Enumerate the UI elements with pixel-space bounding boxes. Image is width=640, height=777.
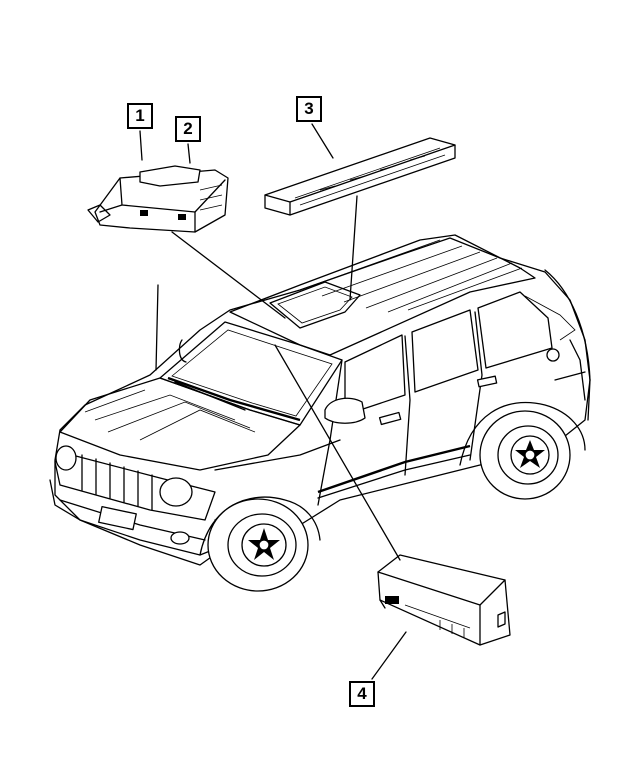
module-1-2-illustration — [87, 165, 229, 233]
callout-2-label: 2 — [183, 119, 193, 138]
callout-4: 4 — [349, 681, 375, 707]
callout-2: 2 — [175, 116, 201, 142]
bracket-3-illustration — [264, 137, 456, 216]
callout-3: 3 — [296, 96, 322, 122]
leader-lines — [139, 123, 407, 680]
callout-4-label: 4 — [357, 684, 367, 703]
callout-1: 1 — [127, 103, 153, 129]
module-4-illustration — [377, 554, 511, 646]
callout-1-label: 1 — [135, 106, 145, 125]
callout-3-label: 3 — [304, 99, 314, 118]
vehicle-illustration — [49, 234, 591, 592]
